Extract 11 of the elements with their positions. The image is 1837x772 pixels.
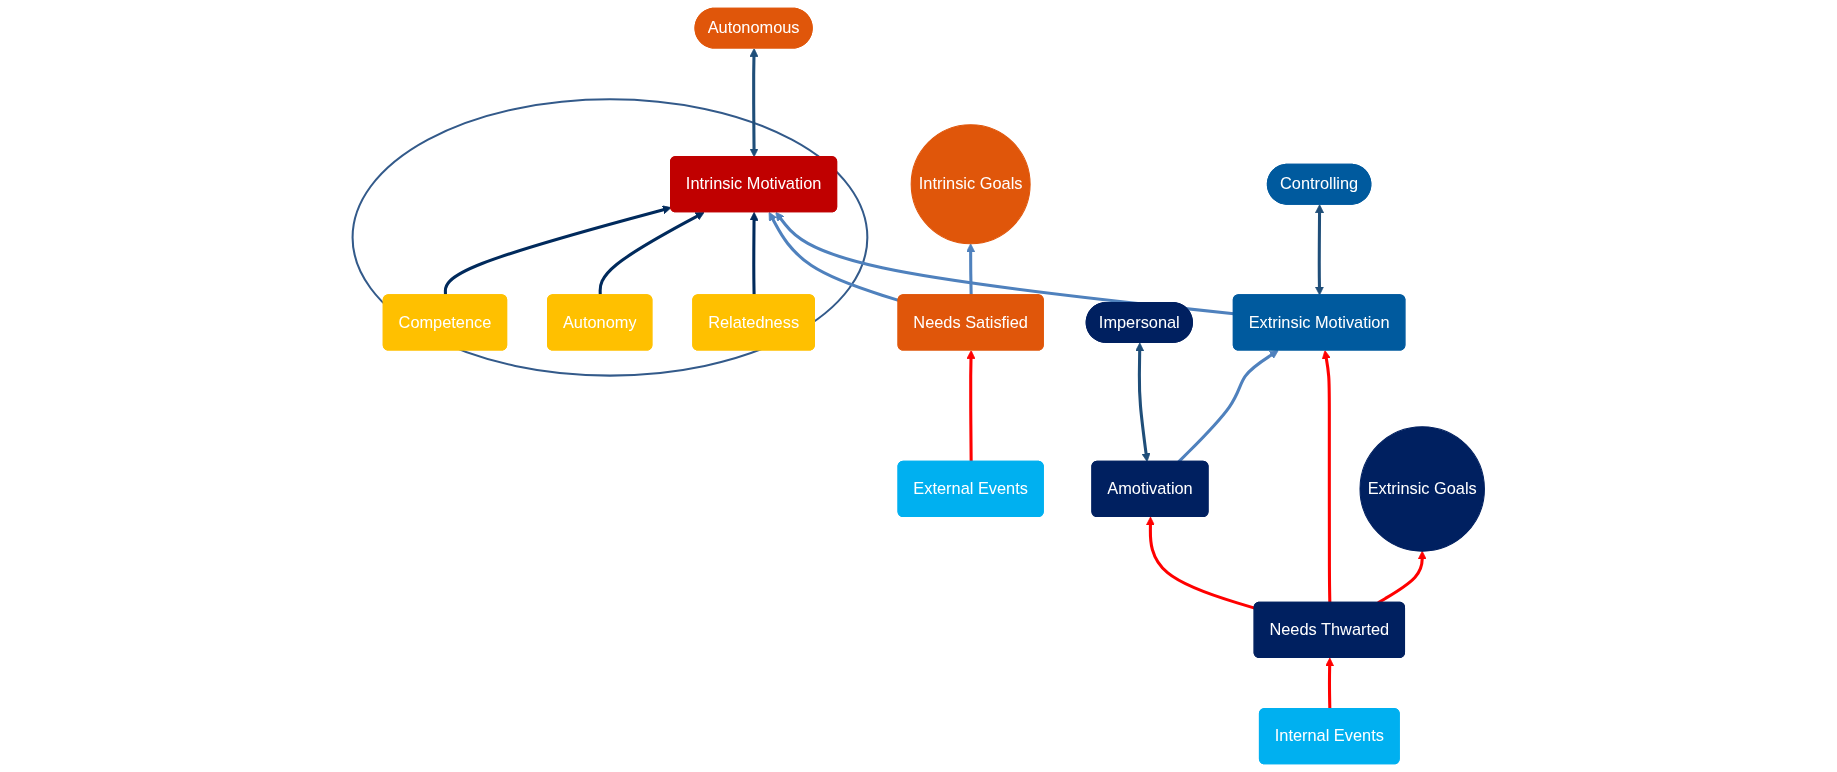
arrow — [1145, 516, 1256, 610]
arrow — [966, 243, 976, 296]
arrow — [1321, 350, 1332, 603]
node-circle: Intrinsic Goals — [910, 124, 1031, 245]
arrow — [1135, 342, 1151, 462]
arrow — [966, 350, 976, 462]
node-circle: Extrinsic Goals — [1359, 426, 1485, 552]
arrow — [1314, 204, 1325, 296]
arrow — [1325, 657, 1335, 710]
arrow — [775, 211, 1234, 316]
arrow — [1177, 350, 1279, 463]
